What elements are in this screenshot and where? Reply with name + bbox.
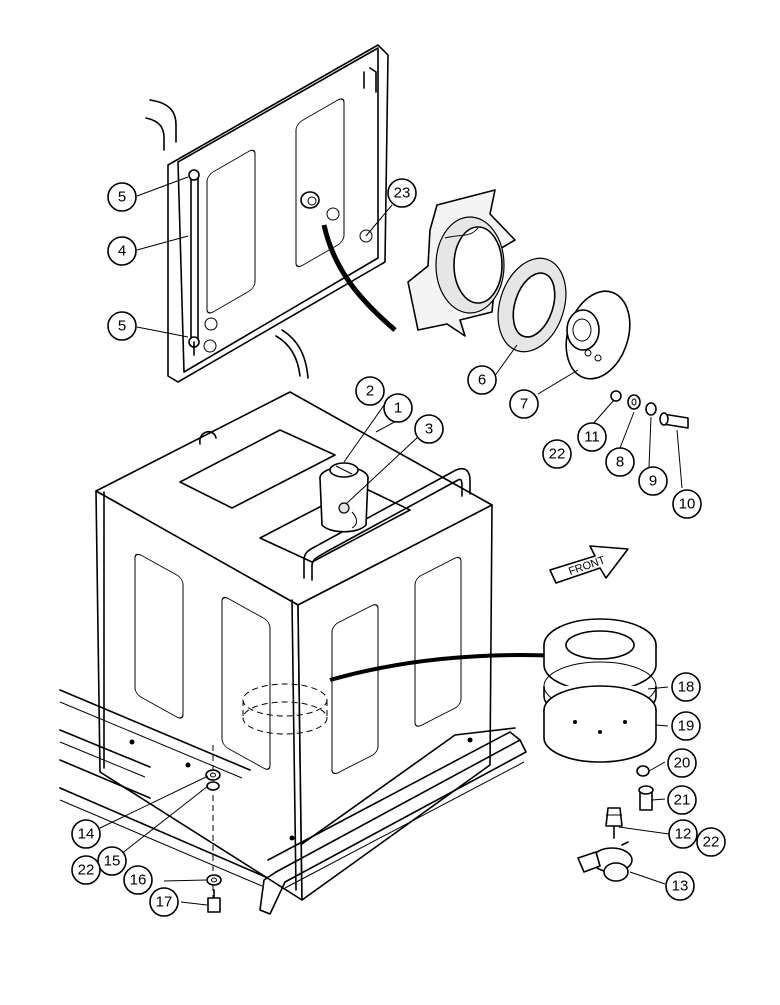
callout-9-label: 9: [649, 473, 657, 490]
callout-8-label: 8: [616, 454, 624, 471]
callout-6: 6: [467, 365, 497, 395]
callout-20: 20: [667, 748, 697, 778]
frame-rail: [59, 689, 527, 915]
adapter-19: [543, 685, 657, 763]
callout-5-lower: 5: [107, 311, 137, 341]
lockwasher-11: [610, 390, 622, 402]
flange: [565, 290, 631, 380]
washer-8: [627, 394, 641, 410]
callout-17-label: 17: [156, 894, 173, 911]
front-direction-arrow: FRONT: [549, 545, 629, 584]
filler-breather: [319, 462, 369, 533]
callout-5-upper-label: 5: [118, 189, 126, 206]
callout-2: 2: [355, 376, 385, 406]
gasket: [497, 257, 567, 353]
callout-12-label: 12: [675, 826, 692, 843]
callout-1-label: 1: [394, 400, 402, 417]
callout-6-label: 6: [478, 372, 486, 389]
capscrew-21: [638, 785, 654, 811]
callout-14-label: 14: [78, 826, 95, 843]
callout-16: 16: [123, 865, 153, 895]
hydraulic-tank: [95, 391, 493, 901]
spacer-ring-upper: [543, 618, 657, 692]
callout-22-upper: 22: [542, 439, 572, 469]
callout-20-label: 20: [674, 755, 691, 772]
callout-21: 21: [667, 785, 697, 815]
tank-side-panel: [145, 44, 389, 383]
sight-gauge: [188, 169, 200, 356]
callout-9: 9: [638, 466, 668, 496]
callout-5-upper: 5: [107, 182, 137, 212]
callout-15-label: 15: [104, 853, 121, 870]
mount-lockwasher-15: [206, 781, 220, 791]
callout-23: 23: [387, 178, 417, 208]
callout-22-right: 22: [696, 827, 726, 857]
callout-22-right-label: 22: [703, 834, 720, 851]
callout-1: 1: [383, 393, 413, 423]
mount-washer-16: [206, 874, 222, 886]
callout-10: 10: [672, 489, 702, 519]
callout-18-label: 18: [678, 679, 695, 696]
callout-23-label: 23: [394, 185, 411, 202]
callout-17: 17: [149, 887, 179, 917]
callout-11-label: 11: [584, 429, 600, 446]
callout-3: 3: [414, 414, 444, 444]
callout-16-label: 16: [130, 872, 147, 889]
callout-18: 18: [671, 672, 701, 702]
callout-22-upper-label: 22: [549, 446, 566, 463]
callout-14: 14: [71, 819, 101, 849]
lockwasher-20: [636, 765, 650, 777]
suction-fitting: [300, 191, 320, 209]
callout-22-left-label: 22: [78, 862, 95, 879]
callout-3-label: 3: [425, 421, 433, 438]
callout-8: 8: [605, 447, 635, 477]
lockwasher-9: [645, 402, 657, 416]
drain-valve-13: [577, 841, 633, 882]
callout-2-label: 2: [366, 383, 374, 400]
callout-13: 13: [665, 871, 695, 901]
callout-10-label: 10: [679, 496, 696, 513]
callout-5-lower-label: 5: [118, 318, 126, 335]
mount-bolt-17: [207, 889, 221, 913]
callout-19: 19: [671, 711, 701, 741]
mount-washer-14: [205, 769, 221, 781]
callout-7: 7: [509, 389, 539, 419]
leader-lines: [99, 176, 683, 906]
callout-7-label: 7: [520, 396, 528, 413]
callout-4-label: 4: [118, 243, 126, 260]
callout-12: 12: [668, 819, 698, 849]
callout-4: 4: [107, 236, 137, 266]
callout-13-label: 13: [672, 878, 689, 895]
callout-15: 15: [97, 846, 127, 876]
callout-19-label: 19: [678, 718, 695, 735]
capscrew-10: [659, 412, 689, 429]
adapter-fitting-12: [605, 807, 623, 839]
callout-22-left: 22: [71, 855, 101, 885]
callout-11: 11: [577, 422, 607, 452]
callout-21-label: 21: [674, 792, 691, 809]
tank-wall-cutaway: [407, 189, 516, 337]
